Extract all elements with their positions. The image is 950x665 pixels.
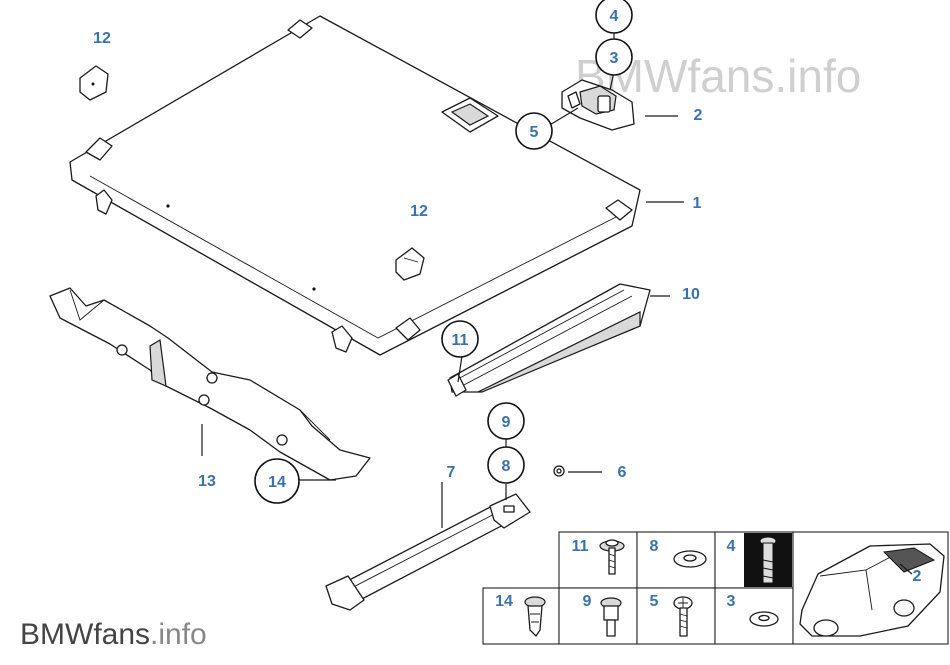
screw-washer-icon <box>599 539 625 575</box>
callout-14[interactable]: 14 <box>254 458 300 504</box>
svg-text:14: 14 <box>268 474 286 491</box>
legend-label-11: 11 <box>572 538 589 555</box>
svg-text:3: 3 <box>610 50 619 67</box>
svg-text:BMWfans.info: BMWfans.info <box>20 618 207 651</box>
callout-12-top[interactable]: 12 <box>93 30 111 47</box>
watermark-bottom: BMWfans.info <box>20 618 207 651</box>
legend-label-5: 5 <box>650 593 659 610</box>
callout-5[interactable]: 5 <box>515 112 553 150</box>
washer-icon <box>749 611 779 627</box>
svg-text:9: 9 <box>502 414 511 431</box>
part-13-side-trim[interactable] <box>49 287 371 481</box>
legend-label-8: 8 <box>650 538 659 555</box>
part-7-strut[interactable] <box>325 493 531 611</box>
callout-3[interactable]: 3 <box>595 38 633 76</box>
svg-text:4: 4 <box>610 8 619 25</box>
callout-10[interactable]: 10 <box>682 286 700 303</box>
callout-9[interactable]: 9 <box>487 402 525 440</box>
legend-label-3: 3 <box>727 593 736 610</box>
callout-6[interactable]: 6 <box>618 464 627 481</box>
legend-car-label-2: 2 <box>913 568 922 585</box>
bolt-icon <box>744 533 792 587</box>
callout-12-middle[interactable]: 12 <box>410 203 428 220</box>
callout-8[interactable]: 8 <box>487 446 525 484</box>
svg-text:8: 8 <box>502 458 511 475</box>
part-1-rear-shelf[interactable] <box>69 15 641 356</box>
callout-1[interactable]: 1 <box>693 195 702 212</box>
hardware-legend: 11 8 4 14 9 5 3 <box>482 531 949 645</box>
callout-2[interactable]: 2 <box>694 107 703 124</box>
part-2-hinge-mechanism[interactable] <box>561 79 635 131</box>
car-location-icon <box>799 543 945 637</box>
torx-screw-icon <box>673 596 693 637</box>
washer-icon <box>673 550 707 568</box>
part-12-clip-top[interactable] <box>79 65 109 101</box>
expanding-rivet-icon <box>524 596 546 637</box>
svg-text:11: 11 <box>452 332 469 349</box>
callout-4[interactable]: 4 <box>595 0 633 34</box>
callout-13[interactable]: 13 <box>198 473 216 490</box>
part-12-clip-middle[interactable] <box>395 247 425 281</box>
svg-text:5: 5 <box>530 124 539 141</box>
part-10-roller-blind[interactable] <box>447 283 651 397</box>
callout-7[interactable]: 7 <box>447 464 456 481</box>
callout-11[interactable]: 11 <box>441 320 479 358</box>
legend-label-4: 4 <box>727 538 736 555</box>
legend-label-14: 14 <box>495 593 513 610</box>
collar-screw-icon <box>600 597 622 637</box>
legend-label-9: 9 <box>583 593 592 610</box>
part-6-nut[interactable] <box>553 465 565 477</box>
leader-lines <box>201 32 684 528</box>
